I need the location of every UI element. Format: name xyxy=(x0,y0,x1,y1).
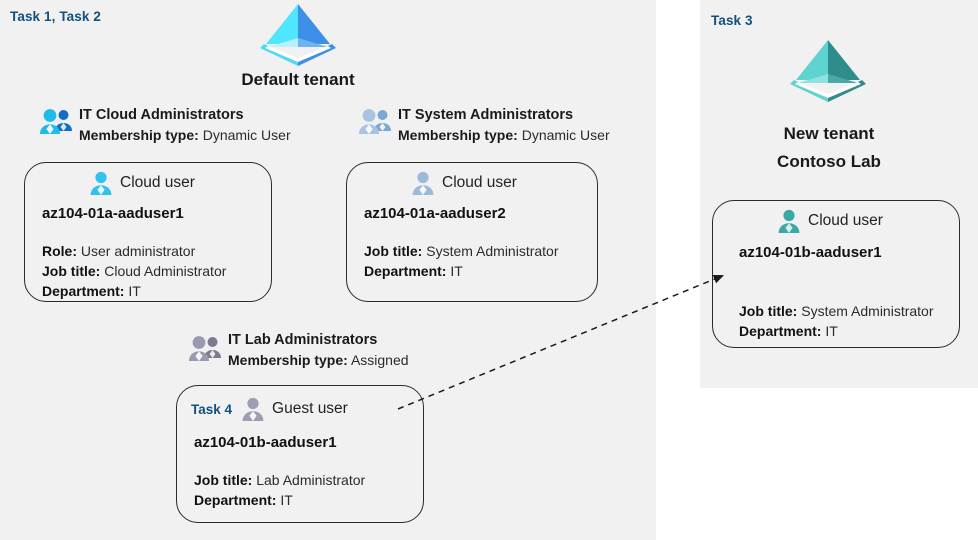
user-card-az104-01a-aaduser2[interactable]: Cloud user az104-01a-aaduser2 Job title:… xyxy=(346,162,598,302)
field-label: Department: xyxy=(194,492,277,508)
new-tenant-title-line1: New tenant xyxy=(783,124,875,143)
field-label: Department: xyxy=(364,263,447,279)
field-value: IT xyxy=(450,263,463,279)
membership-type-value: Dynamic User xyxy=(202,127,291,143)
group-name-it-system-administrators: IT System Administrators xyxy=(398,107,574,123)
field-label: Department: xyxy=(42,283,125,299)
field-label: Job title: xyxy=(194,472,253,488)
new-tenant-title-line2: Contoso Lab xyxy=(777,152,881,171)
user-field-department: Department: IT xyxy=(364,261,559,281)
membership-type-label: Membership type: xyxy=(79,127,199,143)
membership-type-label: Membership type: xyxy=(228,352,348,368)
user-type-label: Guest user xyxy=(272,400,348,417)
default-tenant-panel xyxy=(0,0,656,540)
user-type-label: Cloud user xyxy=(442,174,517,191)
task-label-4: Task 4 xyxy=(191,401,233,417)
card-head: Cloud user xyxy=(410,170,517,196)
group-membership-it-lab-administrators: Membership type: Assigned xyxy=(228,350,409,370)
membership-type-value: Assigned xyxy=(350,352,409,368)
cloud-user-icon xyxy=(88,170,114,196)
user-field-job-title: Job title: System Administrator xyxy=(739,301,934,321)
user-field-job-title: Job title: Lab Administrator xyxy=(194,470,365,490)
task-label-1-2: Task 1, Task 2 xyxy=(10,9,101,24)
user-field-job-title: Job title: System Administrator xyxy=(364,241,559,261)
group-users-icon xyxy=(357,107,393,137)
user-fields: Role: User administrator Job title: Clou… xyxy=(42,241,226,301)
field-value: IT xyxy=(825,323,838,339)
field-value: Lab Administrator xyxy=(256,472,366,488)
field-label: Role: xyxy=(42,243,77,259)
user-fields: Job title: Lab Administrator Department:… xyxy=(194,470,365,510)
group-membership-it-cloud-administrators: Membership type: Dynamic User xyxy=(79,125,291,145)
user-fields: Job title: System Administrator Departme… xyxy=(739,301,934,341)
group-users-icon xyxy=(38,107,74,137)
user-card-az104-01a-aaduser1[interactable]: Cloud user az104-01a-aaduser1 Role: User… xyxy=(24,162,272,302)
user-field-department: Department: IT xyxy=(42,281,226,301)
user-type-label: Cloud user xyxy=(808,212,883,229)
membership-type-label: Membership type: xyxy=(398,127,518,143)
group-name-it-cloud-administrators: IT Cloud Administrators xyxy=(79,107,244,123)
user-name: az104-01b-aaduser1 xyxy=(739,244,882,261)
guest-user-icon xyxy=(240,396,266,422)
cloud-user-icon xyxy=(776,208,802,234)
default-tenant-title: Default tenant xyxy=(241,70,355,89)
card-head: Task 4 Guest user xyxy=(191,396,348,422)
group-membership-it-system-administrators: Membership type: Dynamic User xyxy=(398,125,610,145)
field-label: Job title: xyxy=(42,263,101,279)
user-name: az104-01a-aaduser2 xyxy=(364,205,506,222)
user-field-role: Role: User administrator xyxy=(42,241,226,261)
user-card-az104-01b-aaduser1-cloud[interactable]: Cloud user az104-01b-aaduser1 Job title:… xyxy=(712,200,960,348)
user-name: az104-01a-aaduser1 xyxy=(42,205,184,222)
group-users-icon xyxy=(187,334,223,364)
cloud-user-icon xyxy=(410,170,436,196)
user-field-department: Department: IT xyxy=(194,490,365,510)
field-value: System Administrator xyxy=(801,303,934,319)
card-head: Cloud user xyxy=(776,208,883,234)
group-name-it-lab-administrators: IT Lab Administrators xyxy=(228,332,378,348)
user-field-department: Department: IT xyxy=(739,321,934,341)
field-label: Job title: xyxy=(364,243,423,259)
field-value: IT xyxy=(128,283,141,299)
user-name: az104-01b-aaduser1 xyxy=(194,434,337,451)
azure-tenant-pyramid-icon xyxy=(786,36,870,106)
membership-type-value: Dynamic User xyxy=(521,127,610,143)
user-type-label: Cloud user xyxy=(120,174,195,191)
azure-tenant-pyramid-icon xyxy=(256,0,340,70)
field-value: Cloud Administrator xyxy=(104,263,227,279)
user-card-az104-01b-aaduser1-guest[interactable]: Task 4 Guest user az104-01b-aaduser1 Job… xyxy=(176,385,424,523)
field-value: IT xyxy=(280,492,293,508)
user-fields: Job title: System Administrator Departme… xyxy=(364,241,559,281)
user-field-job-title: Job title: Cloud Administrator xyxy=(42,261,226,281)
field-value: System Administrator xyxy=(426,243,559,259)
field-value: User administrator xyxy=(80,243,196,259)
card-head: Cloud user xyxy=(88,170,195,196)
field-label: Department: xyxy=(739,323,822,339)
field-label: Job title: xyxy=(739,303,798,319)
task-label-3: Task 3 xyxy=(711,13,753,28)
